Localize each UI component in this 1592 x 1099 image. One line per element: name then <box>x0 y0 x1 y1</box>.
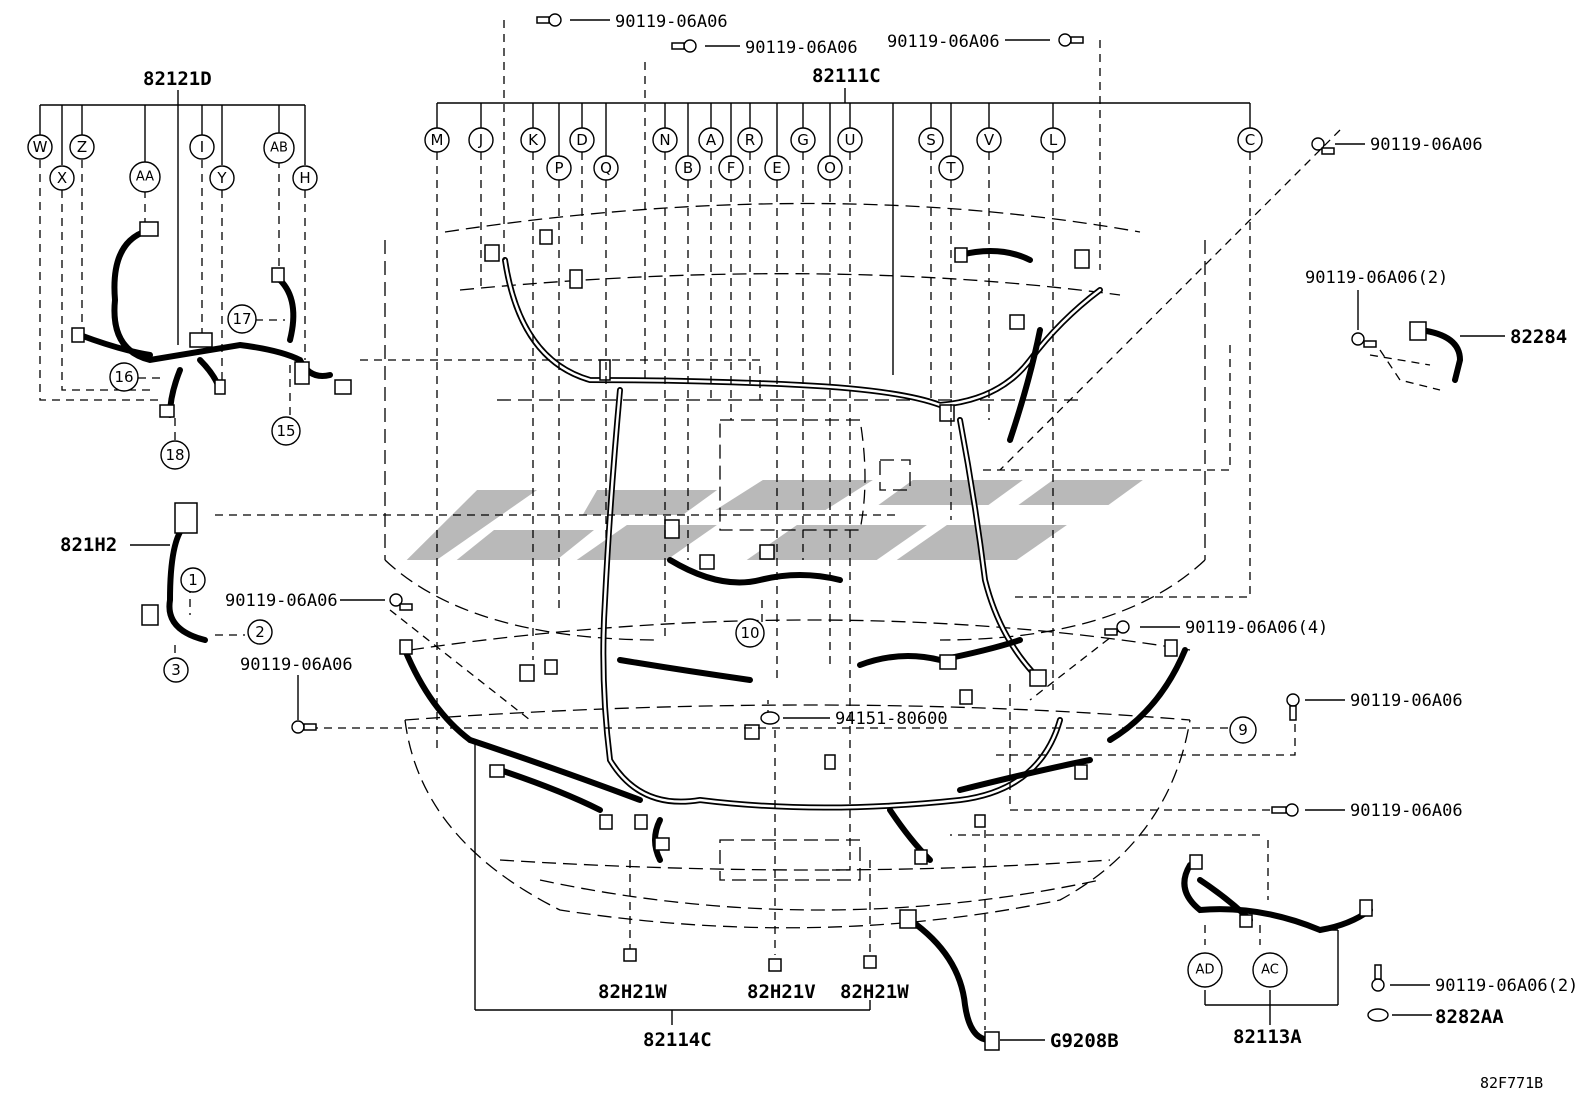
bracket-82121D <box>39 90 352 440</box>
bolt-label: 90119-06A06 <box>1350 691 1463 711</box>
callout-M: M <box>431 131 444 149</box>
callout-I: I <box>200 138 204 156</box>
clip-label: 94151-80600 <box>835 709 948 729</box>
part-label-82114C: 82114C <box>643 1029 712 1051</box>
illustration-code: 82F771B <box>1480 1074 1543 1092</box>
bolt-label: 90119-06A06 <box>1370 135 1483 155</box>
right-letter-callouts: AD AC <box>1187 952 1288 988</box>
callout-T: T <box>945 159 956 177</box>
part-label-82113A: 82113A <box>1233 1026 1302 1048</box>
callout-B: B <box>683 159 693 177</box>
part-label-821H2: 821H2 <box>60 534 117 556</box>
callout-D: D <box>576 131 588 149</box>
bolt-icons <box>291 13 1432 1022</box>
clip-icon <box>760 711 780 725</box>
clip-icon <box>1367 1008 1389 1022</box>
vehicle-body-outline <box>384 202 1206 929</box>
bracket-82114C <box>474 740 871 1025</box>
part-G9208B-illustration <box>899 909 1045 1051</box>
callout-15: 15 <box>276 422 295 440</box>
callout-L: L <box>1049 131 1058 149</box>
callout-AB: AB <box>270 141 288 156</box>
bolt-icon <box>389 593 413 611</box>
callout-F: F <box>727 159 736 177</box>
callout-16: 16 <box>114 368 133 386</box>
clip-label: 8282AA <box>1435 1006 1504 1028</box>
bolt-label: 90119-06A06(2) <box>1305 268 1448 288</box>
bolt-icon <box>1371 964 1385 992</box>
harness-connectors <box>399 229 1178 865</box>
bracket-82111C <box>436 88 1251 375</box>
callout-J: J <box>478 131 483 149</box>
bolt-label: 90119-06A06 <box>745 38 858 58</box>
callout-AA: AA <box>136 170 154 185</box>
main-harness-wiring <box>402 248 1188 863</box>
part-821H2-illustration <box>130 502 245 660</box>
bolt-icon <box>1271 803 1299 817</box>
callout-S: S <box>926 131 936 149</box>
clip-icon <box>768 958 782 972</box>
callout-R: R <box>745 131 755 149</box>
part-label-82111C: 82111C <box>812 65 881 87</box>
number-callouts: 1 2 3 9 10 15 16 17 18 <box>109 304 1257 744</box>
part-82284-illustration <box>1409 321 1505 383</box>
callout-X: X <box>57 169 67 187</box>
bolt-label: 90119-06A06 <box>225 591 338 611</box>
callout-C: C <box>1245 131 1255 149</box>
bolt-label: 90119-06A06(2) <box>1435 976 1578 996</box>
bolt-icon <box>671 39 697 53</box>
clip-icon <box>863 955 877 969</box>
callout-AC: AC <box>1261 963 1279 978</box>
bolt-icon <box>291 720 317 734</box>
callout-18: 18 <box>165 446 184 464</box>
clip-label: 82H21W <box>840 981 909 1003</box>
callout-A: A <box>706 131 717 149</box>
bolt-icon <box>1351 332 1377 348</box>
part-number-labels: 90119-06A06 90119-06A06 90119-06A06 8211… <box>60 12 1578 1092</box>
bolt-icon <box>536 13 562 27</box>
part-label-G9208B: G9208B <box>1050 1030 1119 1052</box>
part-label-82121D: 82121D <box>143 68 212 90</box>
clip-label: 82H21W <box>598 981 667 1003</box>
part-label-82284: 82284 <box>1510 326 1567 348</box>
callout-10: 10 <box>740 624 759 642</box>
bolt-label: 90119-06A06 <box>1350 801 1463 821</box>
callout-2: 2 <box>255 623 265 641</box>
main-letter-callouts: M J K P D Q N B A F R E G O U S T V L C <box>424 127 1263 181</box>
callout-Q: Q <box>600 159 612 177</box>
callout-P: P <box>554 159 563 177</box>
callout-E: E <box>772 159 781 177</box>
bolt-label: 90119-06A06 <box>615 12 728 32</box>
callout-W: W <box>33 138 48 156</box>
bolt-icon <box>1311 137 1335 155</box>
bolt-label: 90119-06A06 <box>240 655 353 675</box>
clip-label: 82H21V <box>747 981 816 1003</box>
bolt-label: 90119-06A06 <box>887 32 1000 52</box>
callout-K: K <box>528 131 539 149</box>
callout-G: G <box>797 131 809 149</box>
callout-N: N <box>659 131 670 149</box>
bracket-82113A <box>1181 840 1373 1025</box>
callout-H: H <box>299 169 310 187</box>
callout-Y: Y <box>216 169 227 187</box>
callout-O: O <box>824 159 836 177</box>
callout-17: 17 <box>232 310 251 328</box>
callout-AD: AD <box>1196 963 1215 978</box>
callout-3: 3 <box>171 661 181 679</box>
callout-1: 1 <box>188 571 198 589</box>
left-letter-callouts: W X Z AA I Y AB H <box>27 132 318 193</box>
clip-icon <box>623 948 637 962</box>
bolt-label: 90119-06A06(4) <box>1185 618 1328 638</box>
callout-U: U <box>845 131 856 149</box>
bolt-icon <box>1058 33 1084 47</box>
bolt-icon <box>1104 620 1130 636</box>
callout-9: 9 <box>1238 721 1248 739</box>
bolt-icon <box>1286 693 1300 721</box>
callout-Z: Z <box>77 138 87 156</box>
callout-V: V <box>984 131 995 149</box>
watermark-logo <box>406 480 1143 560</box>
